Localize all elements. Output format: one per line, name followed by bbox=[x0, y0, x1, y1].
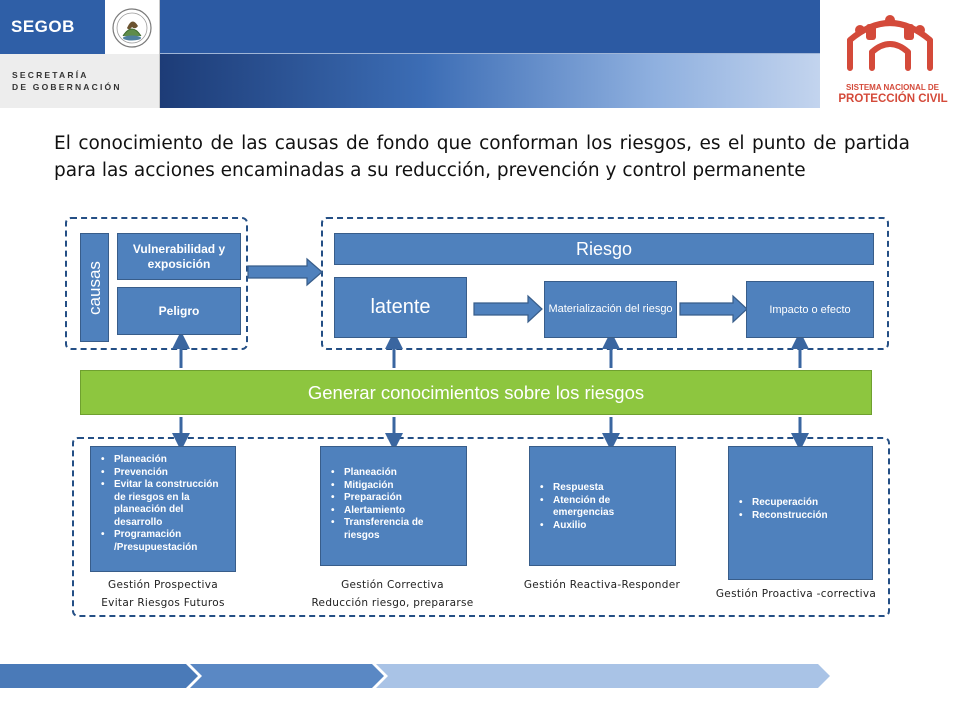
materializacion-box: Materialización del riesgo bbox=[544, 281, 677, 338]
list-item: Prevención bbox=[97, 467, 229, 480]
list-item: Programación /Presupuestación bbox=[97, 529, 229, 554]
proteccion-civil-logo: SISTEMA NACIONAL DE PROTECCIÓN CIVIL bbox=[820, 0, 960, 108]
vulnerabilidad-box: Vulnerabilidad y exposición bbox=[117, 233, 241, 280]
panel-proactiva-list: Recuperación Reconstrucción bbox=[735, 497, 866, 522]
riesgo-box: Riesgo bbox=[334, 233, 874, 265]
segob-banner: SEGOB bbox=[0, 0, 105, 54]
causas-label: causas bbox=[84, 260, 104, 315]
list-item: Transferencia de riesgos bbox=[327, 517, 460, 542]
generar-conocimientos-label: Generar conocimientos sobre los riesgos bbox=[307, 381, 645, 403]
footer-chevron-3 bbox=[376, 664, 830, 688]
header-band-top bbox=[160, 0, 820, 54]
ministry-line-2: DE GOBERNACIÓN bbox=[12, 82, 122, 92]
materializacion-to-impacto-arrow bbox=[679, 294, 748, 324]
causes-to-risk-arrow bbox=[247, 257, 323, 287]
peligro-box: Peligro bbox=[117, 287, 241, 335]
panel-reactiva-list: Respuesta Atención de emergencias Auxili… bbox=[536, 482, 669, 532]
list-item: Evitar la construcción de riesgos en la … bbox=[97, 479, 229, 529]
panel-prospectiva: Planeación Prevención Evitar la construc… bbox=[90, 446, 236, 572]
pc-title: PROTECCIÓN CIVIL bbox=[838, 93, 948, 105]
list-item: Mitigación bbox=[327, 480, 460, 493]
list-item: Auxilio bbox=[536, 520, 669, 533]
header-band-gradient bbox=[160, 54, 820, 108]
footer-chevron-band bbox=[0, 664, 830, 688]
national-seal-icon bbox=[112, 8, 152, 48]
causas-label-box: causas bbox=[80, 233, 109, 342]
materializacion-label: Materialización del riesgo bbox=[548, 303, 673, 315]
panel-reactiva: Respuesta Atención de emergencias Auxili… bbox=[529, 446, 676, 566]
latente-box: latente bbox=[334, 277, 467, 338]
panel-proactiva: Recuperación Reconstrucción bbox=[728, 446, 873, 580]
intro-paragraph: El conocimiento de las causas de fondo q… bbox=[54, 133, 910, 181]
list-item: Planeación bbox=[327, 467, 460, 480]
latente-label: latente bbox=[370, 296, 431, 318]
latente-to-materializacion-arrow bbox=[473, 294, 543, 324]
impacto-label: Impacto o efecto bbox=[769, 303, 851, 316]
list-item: Reconstrucción bbox=[735, 510, 866, 523]
caption-correctiva: Gestión Correctiva bbox=[341, 579, 444, 591]
vulnerabilidad-label: Vulnerabilidad y exposición bbox=[132, 241, 226, 271]
caption-reactiva: Gestión Reactiva-Responder bbox=[523, 579, 681, 591]
list-item: Recuperación bbox=[735, 497, 866, 510]
caption-proactiva: Gestión Proactiva -correctiva bbox=[715, 588, 877, 600]
caption-prospectiva: Gestión Prospectiva bbox=[108, 579, 218, 591]
panel-correctiva: Planeación Mitigación Preparación Alerta… bbox=[320, 446, 467, 566]
proteccion-civil-icon bbox=[847, 15, 933, 71]
segob-logo-text: SEGOB bbox=[11, 17, 75, 36]
impacto-box: Impacto o efecto bbox=[746, 281, 874, 338]
management-group-frame bbox=[72, 437, 890, 617]
caption-prospectiva-sub: Evitar Riesgos Futuros bbox=[101, 597, 225, 609]
list-item: Preparación bbox=[327, 492, 460, 505]
risk-group-frame bbox=[321, 217, 889, 350]
panel-prospectiva-list: Planeación Prevención Evitar la construc… bbox=[97, 454, 229, 554]
list-item: Respuesta bbox=[536, 482, 669, 495]
list-item: Alertamiento bbox=[327, 505, 460, 518]
generar-conocimientos-bar: Generar conocimientos sobre los riesgos bbox=[80, 370, 872, 415]
caption-correctiva-sub: Reducción riesgo, prepararse bbox=[311, 597, 474, 609]
ministry-title-area: SECRETARÍA DE GOBERNACIÓN bbox=[0, 54, 160, 108]
riesgo-label: Riesgo bbox=[575, 238, 633, 259]
panel-correctiva-list: Planeación Mitigación Preparación Alerta… bbox=[327, 467, 460, 542]
list-item: Atención de emergencias bbox=[536, 495, 669, 520]
peligro-label: Peligro bbox=[158, 304, 200, 318]
list-item: Planeación bbox=[97, 454, 229, 467]
causes-group-frame bbox=[65, 217, 248, 350]
pc-subtitle: SISTEMA NACIONAL DE bbox=[846, 83, 939, 92]
footer-chevron-1 bbox=[0, 664, 198, 688]
national-seal-area bbox=[105, 0, 160, 54]
ministry-line-1: SECRETARÍA bbox=[12, 70, 89, 80]
footer-chevron-2 bbox=[190, 664, 384, 688]
